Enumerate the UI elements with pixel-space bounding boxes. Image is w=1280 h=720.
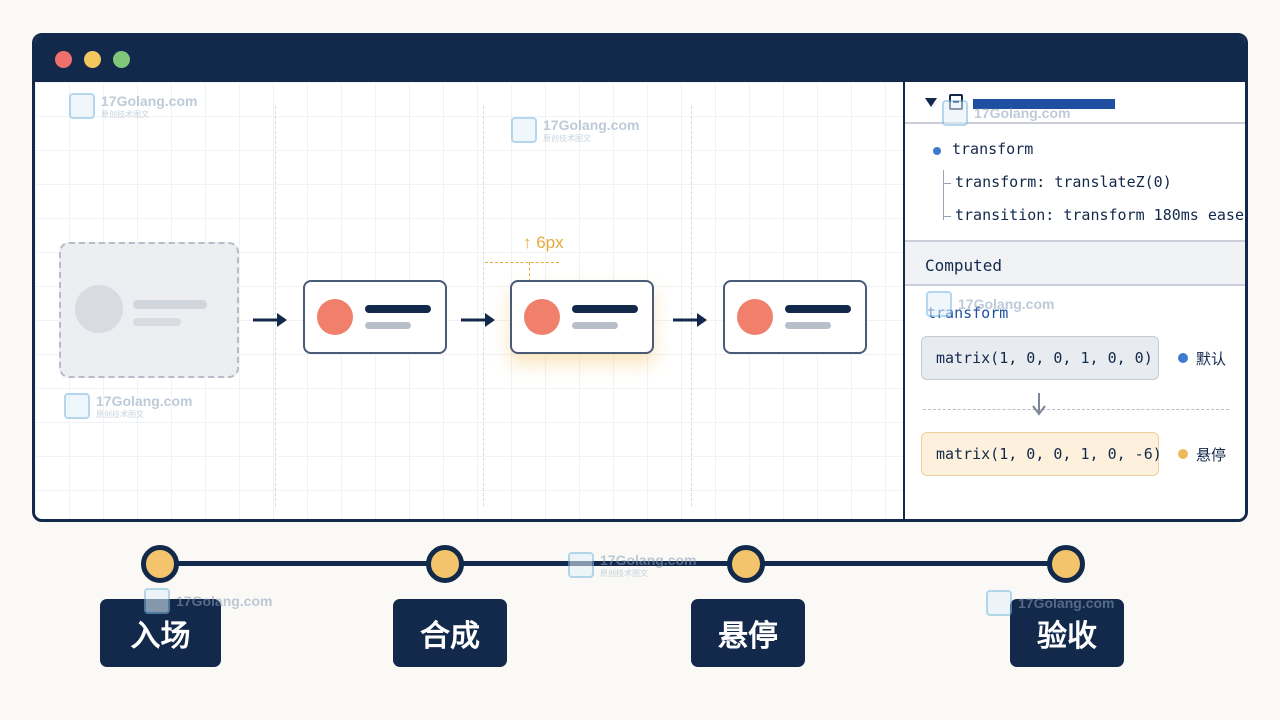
avatar [737, 299, 773, 335]
card-verified[interactable] [723, 280, 867, 354]
tree-connector [943, 216, 951, 217]
subtitle-line [572, 322, 618, 329]
stage-label-composite[interactable]: 合成 [393, 599, 507, 667]
stage-label-hover[interactable]: 悬停 [691, 599, 805, 667]
browser-window: ↑ 6px transform transform: transla [32, 33, 1248, 522]
preview-canvas: ↑ 6px [35, 82, 903, 519]
arrow-down-icon [1032, 393, 1046, 416]
subtitle-line [365, 322, 411, 329]
stage-divider [483, 106, 484, 506]
maximize-window-dot[interactable] [113, 51, 130, 68]
default-state-label: 默认 [1196, 351, 1227, 368]
collapse-triangle-icon[interactable] [925, 98, 937, 107]
text-line-placeholder [133, 300, 207, 309]
tree-connector [943, 183, 951, 184]
window-titlebar [35, 36, 1245, 82]
watermark-logo-icon [986, 590, 1012, 616]
timeline-node-hover[interactable] [727, 545, 765, 583]
timeline-node-enter[interactable] [141, 545, 179, 583]
rule-property-name[interactable]: transform [952, 140, 1034, 158]
declaration-transition[interactable]: transition: transform 180ms ease [955, 206, 1244, 224]
arrow-right-icon [253, 313, 287, 327]
avatar-placeholder [75, 285, 123, 333]
selected-element-highlight[interactable] [973, 99, 1115, 109]
stage-label-verify[interactable]: 验收 [1010, 599, 1124, 667]
hover-state-label: 悬停 [1196, 447, 1227, 464]
close-window-dot[interactable] [55, 51, 72, 68]
default-state-dot [1178, 353, 1188, 363]
offset-guide-tick [529, 262, 530, 282]
timeline-track [160, 561, 1066, 566]
hover-state-dot [1178, 449, 1188, 459]
avatar [317, 299, 353, 335]
stage-divider [275, 106, 276, 506]
watermark-sub: 原创技术图文 [600, 568, 648, 578]
computed-section-header[interactable]: Computed [905, 240, 1245, 286]
default-matrix-value: matrix(1, 0, 0, 1, 0, 0) [921, 336, 1159, 380]
text-line-placeholder [133, 318, 181, 326]
timeline-node-composite[interactable] [426, 545, 464, 583]
state-separator [923, 409, 1229, 410]
element-selector-row[interactable] [905, 82, 1245, 124]
card-composited[interactable] [303, 280, 447, 354]
avatar [524, 299, 560, 335]
hover-matrix-value: matrix(1, 0, 0, 1, 0, -6) [921, 432, 1162, 476]
stage-label-enter[interactable]: 入场 [100, 599, 221, 667]
title-line [365, 305, 431, 313]
offset-label: ↑ 6px [523, 233, 564, 252]
title-line [785, 305, 851, 313]
devtools-styles-panel: transform transform: translateZ(0) trans… [903, 82, 1245, 519]
tree-connector [943, 170, 944, 220]
offset-guide [485, 262, 559, 263]
timeline-node-verify[interactable] [1047, 545, 1085, 583]
declaration-transform[interactable]: transform: translateZ(0) [955, 173, 1172, 191]
subtitle-line [785, 322, 831, 329]
arrow-right-icon [461, 313, 495, 327]
property-bullet-icon [933, 147, 941, 155]
stage-divider [691, 106, 692, 506]
computed-property-name: transform [927, 304, 1009, 322]
computed-title: Computed [925, 256, 1003, 275]
card-hovered[interactable] [510, 280, 654, 354]
document-icon [949, 94, 963, 110]
arrow-right-icon [673, 313, 707, 327]
title-line [572, 305, 638, 313]
card-placeholder-entering [59, 242, 239, 378]
minimize-window-dot[interactable] [84, 51, 101, 68]
